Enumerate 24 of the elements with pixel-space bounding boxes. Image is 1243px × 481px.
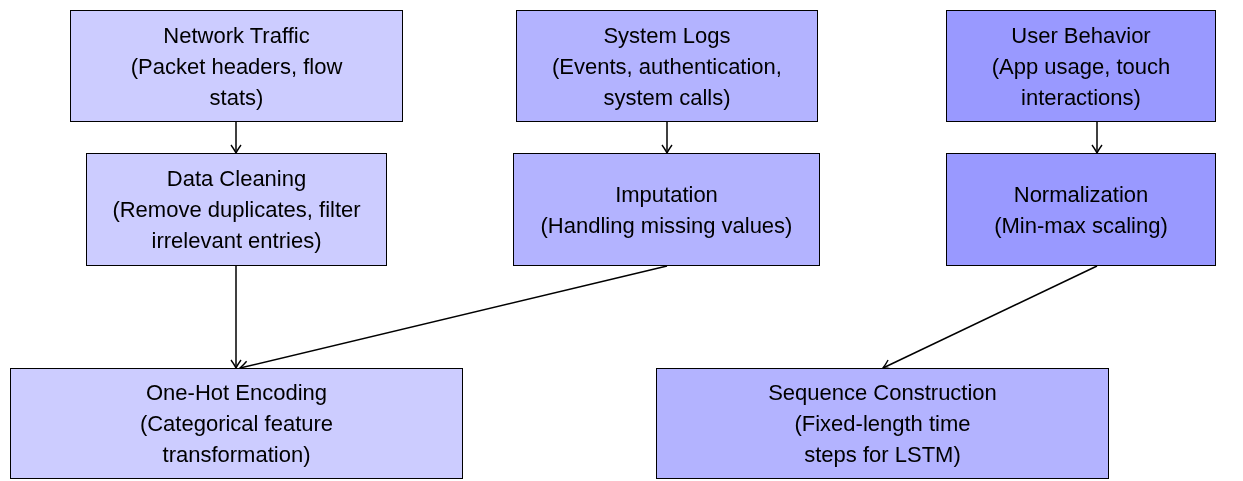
box-title: User Behavior <box>1011 21 1151 50</box>
box-title: Normalization <box>1013 180 1149 209</box>
box-title: System Logs <box>603 21 731 50</box>
box-description: (Min-max scaling) <box>994 211 1168 240</box>
process-box <box>946 10 1216 122</box>
box-description: (Remove duplicates, filter irrelevant entries) <box>111 196 362 255</box>
process-box <box>70 10 403 122</box>
box-title: Network Traffic <box>163 21 310 50</box>
box-title: Imputation <box>615 180 718 209</box>
box-description: (Fixed-length time steps for LSTM) <box>793 410 972 469</box>
box-description: (Packet headers, flow stats) <box>129 52 344 112</box>
box-description: (App usage, touch interactions) <box>990 52 1172 112</box>
process-box <box>656 368 1109 479</box>
box-title: Sequence Construction <box>768 379 997 407</box>
box-description: (Events, authentication, system calls) <box>551 52 783 112</box>
box-description: (Handling missing values) <box>540 211 793 240</box>
process-box <box>10 368 463 479</box>
process-box <box>946 153 1216 266</box>
box-description: (Categorical feature transformation) <box>138 410 335 469</box>
process-box <box>516 10 818 122</box>
process-box <box>86 153 387 266</box>
process-box <box>513 153 820 266</box>
box-title: One-Hot Encoding <box>146 379 327 407</box>
box-title: Data Cleaning <box>166 165 307 193</box>
